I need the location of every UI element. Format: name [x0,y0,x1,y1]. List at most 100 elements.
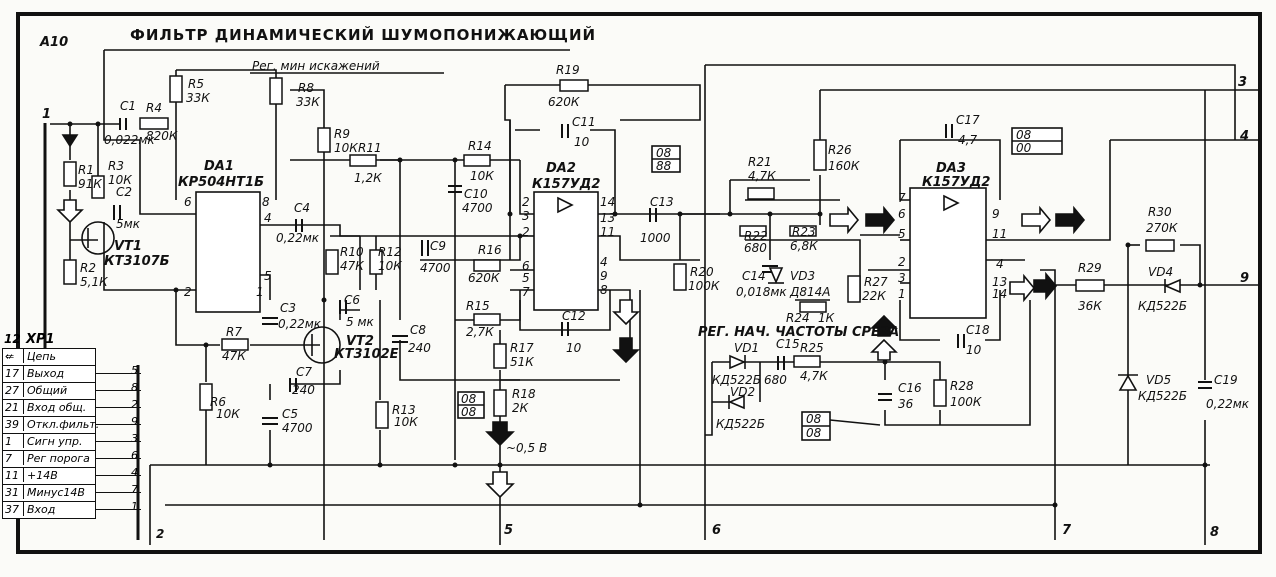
chip-da2-part: К157УД2 [532,177,600,192]
label-r5-ref: R5 [188,77,204,91]
connector-signal: Вход общ. [27,401,87,414]
label-vd1-ref: VD1 [734,341,759,355]
node-7: 7 [1062,523,1072,538]
label-r6-val: 10К [216,407,240,421]
connector-pin: 37 [5,502,24,516]
label-r20-ref: R20 [690,265,714,279]
label-r30-ref: R30 [1148,205,1172,219]
connector-signal: Вход [27,503,56,516]
label-c13-ref: C13 [650,195,674,209]
svg-text:00: 00 [1016,141,1032,155]
label-c8-val: 240 [408,341,431,355]
label-r11-val: 1,2К [354,171,382,185]
svg-text:5: 5 [522,271,530,285]
svg-text:11: 11 [992,227,1007,241]
label-c7-val: 240 [292,383,315,397]
vt1-name: VT1 [114,239,142,254]
label-c19-ref: C19 [1214,373,1238,387]
level-box-output: 08 00 [1011,127,1063,155]
connector-pin: 39 [5,417,24,431]
label-c5-ref: C5 [282,407,298,421]
svg-text:7: 7 [898,191,906,205]
svg-text:08: 08 [461,392,477,406]
label-c2-val: 5мк [116,217,141,231]
label-c8-ref: C8 [410,323,426,337]
svg-text:4: 4 [996,257,1004,271]
label-r12-ref: R12 [378,245,402,259]
connector-wire [95,492,141,493]
label-c18-ref: C18 [966,323,990,337]
svg-text:6: 6 [898,207,906,221]
svg-text:14: 14 [992,287,1007,301]
connector-signal: Сигн упр. [27,435,83,448]
label-vd3-ref: VD3 [790,269,815,283]
label-r10-ref: R10 [340,245,364,259]
label-c3-val: 0,22мк [278,317,322,331]
label-vd4-val: КД522Б [1138,299,1187,313]
connector-signal: Минус14В [27,486,85,499]
label-r27-ref: R27 [864,275,888,289]
connector-wire-num: 9 [131,415,138,428]
label-c10-ref: C10 [464,187,488,201]
svg-text:7: 7 [522,285,530,299]
connector-arrow-icon: ⇍ [5,349,24,363]
label-c14-ref: C14 [742,269,766,283]
connector-wire [95,407,141,408]
svg-text:13: 13 [992,275,1007,289]
node-6: 6 [712,523,721,538]
label-c17-val: 4,7 [958,133,977,147]
connector-pin: 27 [5,383,24,397]
svg-text:3: 3 [898,271,906,285]
label-r1-ref: R1 [78,163,94,177]
label-c2-ref: C2 [116,185,132,199]
block-id: A10 [39,35,68,50]
label-r5-val: 33К [186,91,210,105]
svg-text:1: 1 [256,285,264,299]
label-r9-val: 10К [334,141,358,155]
node-2: 2 [156,527,164,541]
connector-signal: Рег порога [27,452,90,465]
label-c12-val: 10 [566,341,582,355]
sheet-frame [16,12,1262,554]
svg-text:5: 5 [898,227,906,241]
note-reg-freq: РЕГ. НАЧ. ЧАСТОТЫ СРЕЗА [698,325,899,340]
label-c16-ref: C16 [898,381,922,395]
svg-text:1: 1 [898,287,906,301]
chip-da3-name: DA3 [936,161,966,176]
connector-wire-num: 2 [131,398,138,411]
svg-text:9: 9 [992,207,1000,221]
svg-text:08: 08 [1016,128,1032,142]
label-c9-ref: C9 [430,239,446,253]
label-c4-ref: C4 [294,201,310,215]
connector-signal: +14В [27,469,58,482]
junction-dots [67,121,1208,508]
label-r12-val: 10К [378,259,402,273]
connector-pin: 7 [5,451,24,465]
connector-pin: 17 [5,366,24,380]
label-r26-ref: R26 [828,143,852,157]
label-r29-ref: R29 [1078,261,1102,275]
label-r8-ref: R8 [298,81,314,95]
label-c12-ref: C12 [562,309,586,323]
vt2-part: КТ3102Е [334,347,399,362]
chip-da1-part: КР504НТ1Б [178,175,264,190]
label-c15-val: 680 [764,373,787,387]
label-r28-val: 100К [950,395,982,409]
label-r10-val: 47К [340,259,364,273]
label-c11-val: 10 [574,135,590,149]
connector-row: ⇍Цепь [2,348,96,366]
node-8: 8 [1210,525,1219,540]
label-vd4-ref: VD4 [1148,265,1173,279]
connector-wire-num: 4 [131,466,138,479]
label-r3-ref: R3 [108,159,124,173]
connector-wire [95,458,141,459]
label-r17-ref: R17 [510,341,534,355]
